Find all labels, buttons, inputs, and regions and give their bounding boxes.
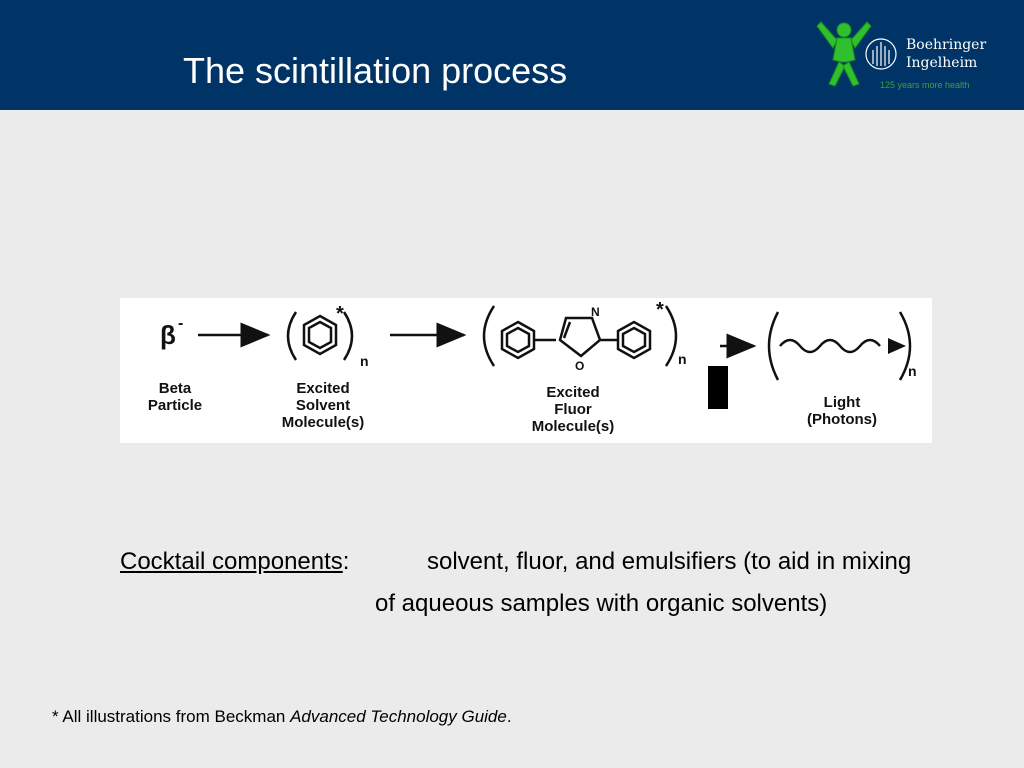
label-light-photons: Light (Photons) — [807, 394, 877, 428]
brand-name-line2: Ingelheim — [906, 55, 978, 71]
paren-right-solvent — [342, 311, 354, 361]
beta-charge: - — [178, 315, 183, 332]
photon-wave-icon — [779, 338, 881, 354]
cocktail-heading: Cocktail components: — [120, 541, 940, 583]
paren-right-fluor — [664, 305, 678, 367]
slide-title: The scintillation process — [183, 50, 568, 91]
cocktail-description-text: solvent, fluor, and emulsifiers (to aid … — [375, 548, 912, 617]
paren-left-solvent — [286, 311, 298, 361]
fluor-molecule-icon — [500, 316, 652, 360]
photon-arrowhead — [888, 338, 906, 354]
label-excited-fluor: Excited Fluor Molecule(s) — [531, 384, 615, 435]
brand-tagline: 125 years more health — [880, 80, 970, 90]
header-bar: The scintillation process Boehringer Ing… — [0, 0, 1024, 110]
light-subscript-n: n — [908, 363, 917, 379]
beta-symbol: β — [160, 320, 176, 350]
cocktail-term: Cocktail components — [120, 548, 343, 575]
paren-left-light — [767, 311, 780, 381]
company-logo — [816, 21, 897, 87]
diagram-drawing: β - * n N O * n — [160, 299, 917, 409]
oxazole-oxygen: O — [575, 359, 584, 373]
fluor-excited-marker: * — [656, 299, 664, 321]
benzene-ring-icon — [302, 314, 338, 356]
footnote-prefix: * All illustrations from Beckman — [52, 707, 291, 726]
scintillation-diagram: β - * n N O * n — [120, 298, 932, 443]
black-marker-block — [708, 366, 728, 409]
cocktail-description: solvent, fluor, and emulsifiers (to aid … — [375, 541, 935, 625]
cocktail-colon: : — [342, 548, 350, 575]
brand-name-line1: Boehringer — [906, 37, 987, 53]
paren-right-light — [898, 311, 912, 381]
solvent-excited-marker: * — [336, 303, 344, 325]
paren-left-fluor — [482, 305, 496, 367]
label-excited-solvent: Excited Solvent Molecule(s) — [281, 380, 365, 431]
label-beta-particle: Beta Particle — [147, 380, 203, 414]
building-icon — [865, 38, 897, 70]
footnote-suffix: . — [506, 707, 512, 726]
oxazole-nitrogen: N — [591, 305, 600, 319]
fluor-subscript-n: n — [678, 351, 687, 367]
solvent-subscript-n: n — [360, 353, 369, 369]
footnote-source: Advanced Technology Guide — [290, 707, 507, 726]
green-figure-icon — [816, 21, 872, 87]
footnote: * All illustrations from Beckman Advance… — [52, 707, 512, 727]
